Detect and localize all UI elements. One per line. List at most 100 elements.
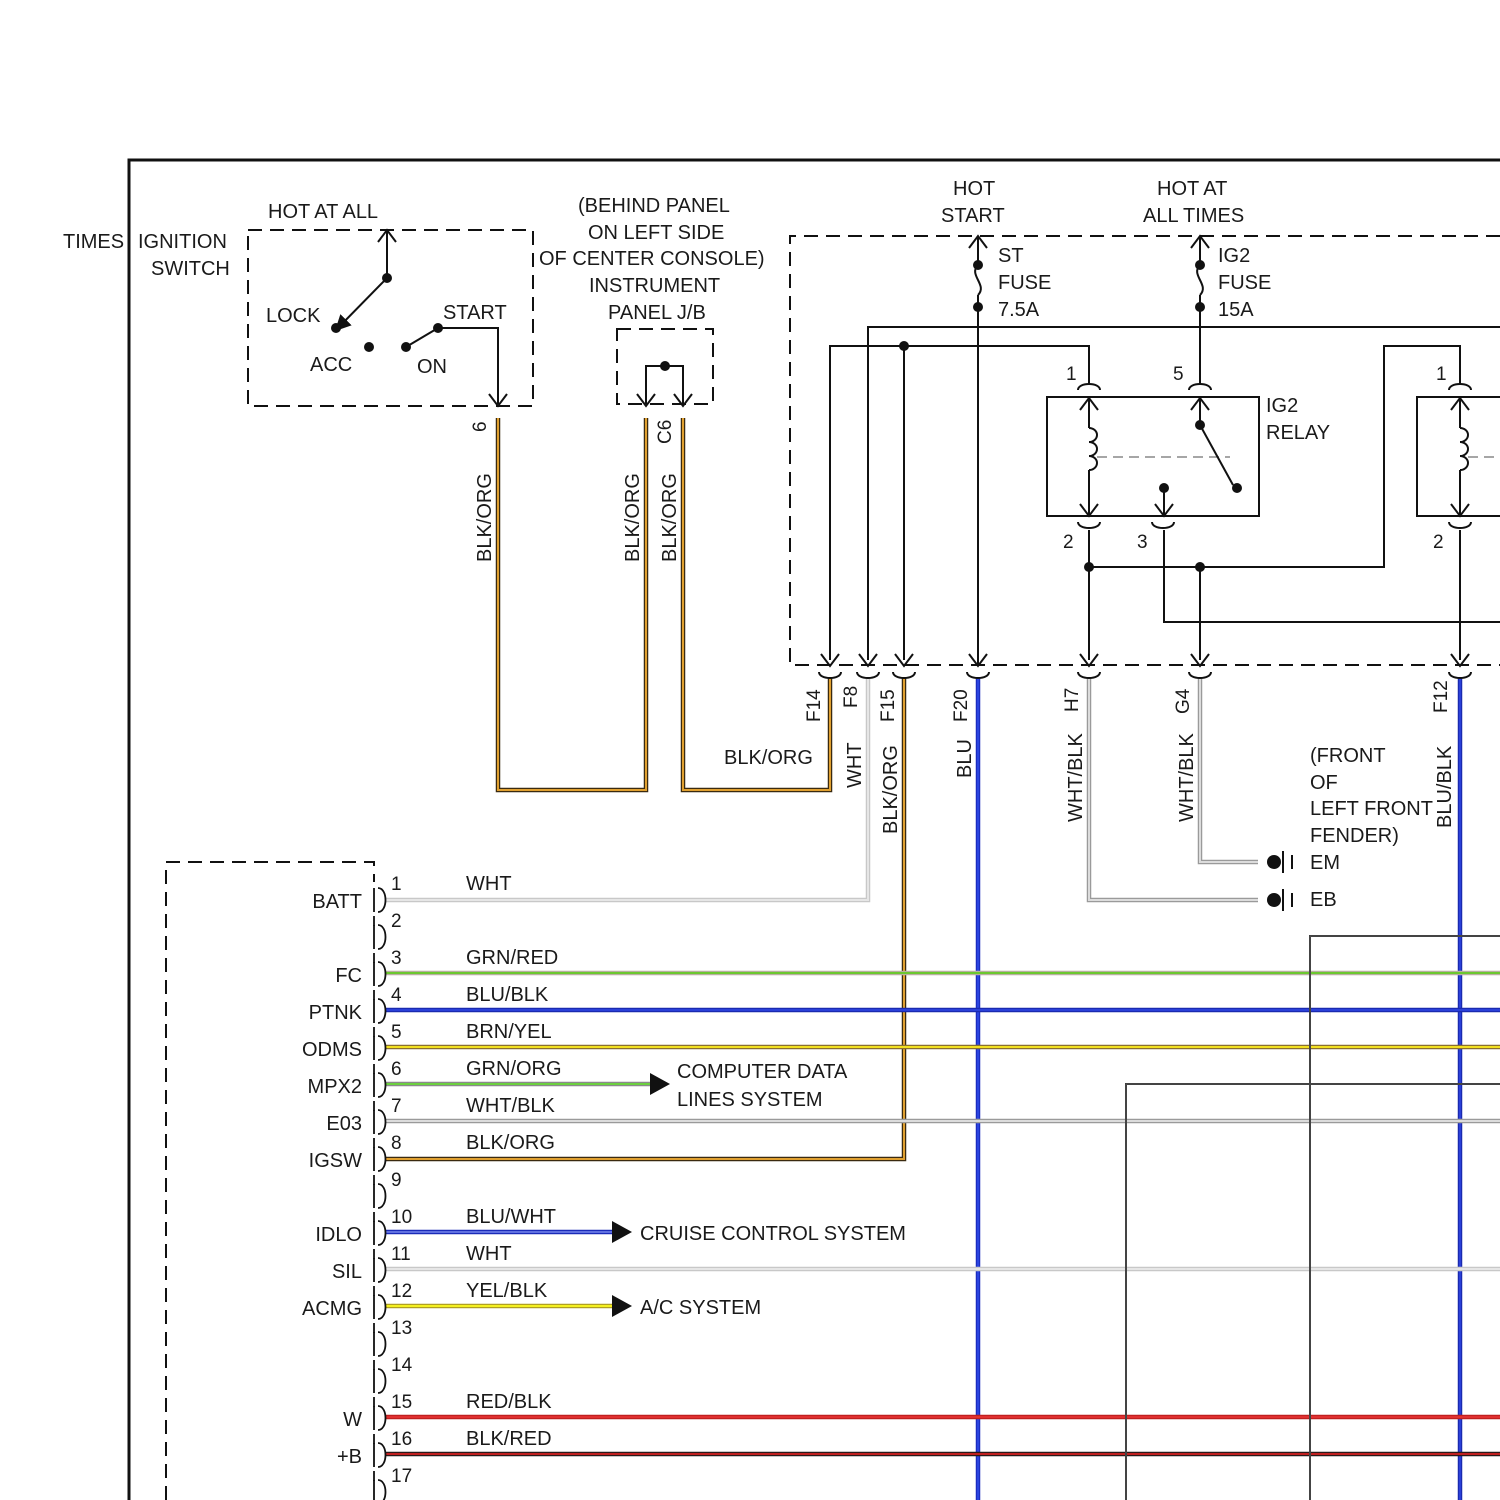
- ecm-pin-number: 13: [391, 1318, 412, 1339]
- ground-location-line3: LEFT FRONT: [1310, 798, 1433, 820]
- second-relay: 1 2: [1417, 364, 1500, 660]
- ecm-pin-bracket: [374, 925, 386, 949]
- wire-label-f20: BLU: [954, 739, 976, 778]
- ecm-pin-number: 4: [391, 985, 402, 1006]
- ecm-pin-bracket: [374, 1480, 386, 1500]
- ground-eb-label: EB: [1310, 889, 1337, 911]
- ecm-pin-number: 16: [391, 1429, 412, 1450]
- wire-dark-2: [1126, 1084, 1500, 1500]
- ecm-pin-name: W: [343, 1409, 362, 1431]
- ig2-fuse: HOT AT ALL TIMES IG2 FUSE 15A: [1143, 178, 1271, 384]
- jb-name-line2: PANEL J/B: [608, 302, 706, 324]
- ignition-name-line1: IGNITION: [138, 231, 227, 253]
- ecm-pin-name: IDLO: [315, 1224, 362, 1246]
- engine-room-jb: HOT START ST FUSE 7.5A HOT AT ALL TIMES …: [790, 178, 1500, 722]
- relay-name-line1: IG2: [1266, 395, 1298, 417]
- jb-pin-h7: H7: [1062, 688, 1083, 712]
- st-fuse-hot-line2: START: [941, 205, 1005, 227]
- wire-label-g4: WHT/BLK: [1176, 732, 1198, 822]
- relay-name-line2: RELAY: [1266, 422, 1330, 444]
- relay-pin-1: 1: [1066, 364, 1077, 385]
- dest-cruise-control: CRUISE CONTROL SYSTEM: [640, 1223, 906, 1245]
- ecm-pin-bracket: [374, 962, 386, 986]
- ecm-pin-bracket: [374, 1221, 386, 1245]
- ground-eb-symbol: [1267, 893, 1281, 907]
- relay-pin-3: 3: [1137, 532, 1148, 553]
- ecm-pin-bracket: [374, 1443, 386, 1467]
- ground-location-line1: (FRONT: [1310, 745, 1386, 767]
- ig2-fuse-hot-line1: HOT AT: [1157, 178, 1227, 200]
- ecm-pin-bracket: [374, 888, 386, 912]
- ecm-pin-name: ODMS: [302, 1039, 362, 1061]
- ecm-pin-number: 15: [391, 1392, 412, 1413]
- arrow-computer-data: [650, 1073, 670, 1095]
- ecm-pin-number: 7: [391, 1096, 402, 1117]
- jb-pin-g4: G4: [1173, 688, 1194, 714]
- switch-on-label: ON: [417, 356, 447, 378]
- ecm-pin-name: MPX2: [308, 1076, 362, 1098]
- wire-label-f14: BLK/ORG: [724, 747, 813, 769]
- ecm-pin-number: 12: [391, 1281, 412, 1302]
- ecm-pin-name: IGSW: [309, 1150, 362, 1172]
- ecm-pin-name: FC: [335, 965, 362, 987]
- ecm-pin-bracket: [374, 1036, 386, 1060]
- ecm-wire-color: YEL/BLK: [466, 1280, 548, 1302]
- ignition-pin-6: 6: [470, 421, 491, 432]
- ground-points: (FRONT OF LEFT FRONT FENDER) EM EB: [1267, 745, 1433, 911]
- ecm-pin-list: 1BATTWHT23FCGRN/RED4PTNKBLU/BLK5ODMSBRN/…: [302, 873, 562, 1500]
- ecm-pin-name: +B: [337, 1446, 362, 1468]
- ignition-name-line2: SWITCH: [151, 258, 230, 280]
- ecm-pin-number: 14: [391, 1355, 413, 1376]
- wire-c6-to-f14: [683, 418, 830, 790]
- jb-pin-f20: F20: [951, 689, 972, 722]
- ecm-pin-bracket: [374, 1406, 386, 1430]
- st-fuse-name: ST: [998, 245, 1024, 267]
- ecm-pin-bracket: [374, 1295, 386, 1319]
- wire-g4-em: [1200, 678, 1258, 862]
- ecm-wire-color: RED/BLK: [466, 1391, 552, 1413]
- jb-pin-f14: F14: [804, 689, 825, 722]
- ig2-fuse-type: FUSE: [1218, 272, 1271, 294]
- st-fuse-hot-line1: HOT: [953, 178, 995, 200]
- ecm-pin-number: 5: [391, 1022, 402, 1043]
- ecm-pin-bracket: [374, 1332, 386, 1356]
- second-relay-pin-2: 2: [1433, 532, 1444, 553]
- jb-location-line1: (BEHIND PANEL: [578, 195, 730, 217]
- arrow-cruise: [612, 1221, 632, 1243]
- second-relay-pin-1: 1: [1436, 364, 1447, 385]
- ecm-wire-color: WHT: [466, 1243, 512, 1265]
- relay-pin-2: 2: [1063, 532, 1074, 553]
- ecm-wire-color: BLU/WHT: [466, 1206, 556, 1228]
- st-fuse-type: FUSE: [998, 272, 1051, 294]
- ecm-wire-color: BRN/YEL: [466, 1021, 552, 1043]
- st-fuse-rating: 7.5A: [998, 299, 1040, 321]
- ig2-fuse-rating: 15A: [1218, 299, 1254, 321]
- ecm-wire-color: BLK/RED: [466, 1428, 552, 1450]
- ecm-pin-number: 1: [391, 874, 402, 895]
- ecm-wire-color: GRN/RED: [466, 947, 558, 969]
- switch-lock-label: LOCK: [266, 305, 321, 327]
- ecm-wire-color: WHT: [466, 873, 512, 895]
- ecm-pin-number: 8: [391, 1133, 402, 1154]
- ig2-fuse-name: IG2: [1218, 245, 1250, 267]
- ig2-relay: IG2 RELAY 1 5 2 3: [1047, 346, 1500, 660]
- switch-start-label: START: [443, 302, 507, 324]
- ignition-hot-label: HOT AT ALL: [268, 201, 378, 223]
- ground-location-line2: OF: [1310, 772, 1338, 794]
- wire-label-h7: WHT/BLK: [1065, 732, 1087, 822]
- ecm-pin-name: ACMG: [302, 1298, 362, 1320]
- wire-label-f12: BLU/BLK: [1434, 745, 1456, 828]
- ecm-pin-number: 17: [391, 1466, 412, 1487]
- jb-pin-f12: F12: [1431, 680, 1452, 713]
- arrow-ac: [612, 1295, 632, 1317]
- ecm-pin-bracket: [374, 1369, 386, 1393]
- ecm-pin-name: BATT: [312, 891, 362, 913]
- ignition-switch: HOT AT ALL TIMES IGNITION SWITCH LOCK AC…: [63, 201, 533, 432]
- jb-name-line1: INSTRUMENT: [589, 275, 720, 297]
- st-fuse: HOT START ST FUSE 7.5A: [941, 178, 1051, 665]
- dest-computer-data-line2: LINES SYSTEM: [677, 1089, 823, 1111]
- ground-em-symbol: [1267, 855, 1281, 869]
- ecm-outline: [166, 862, 374, 1500]
- ecm-pin-number: 11: [391, 1244, 411, 1265]
